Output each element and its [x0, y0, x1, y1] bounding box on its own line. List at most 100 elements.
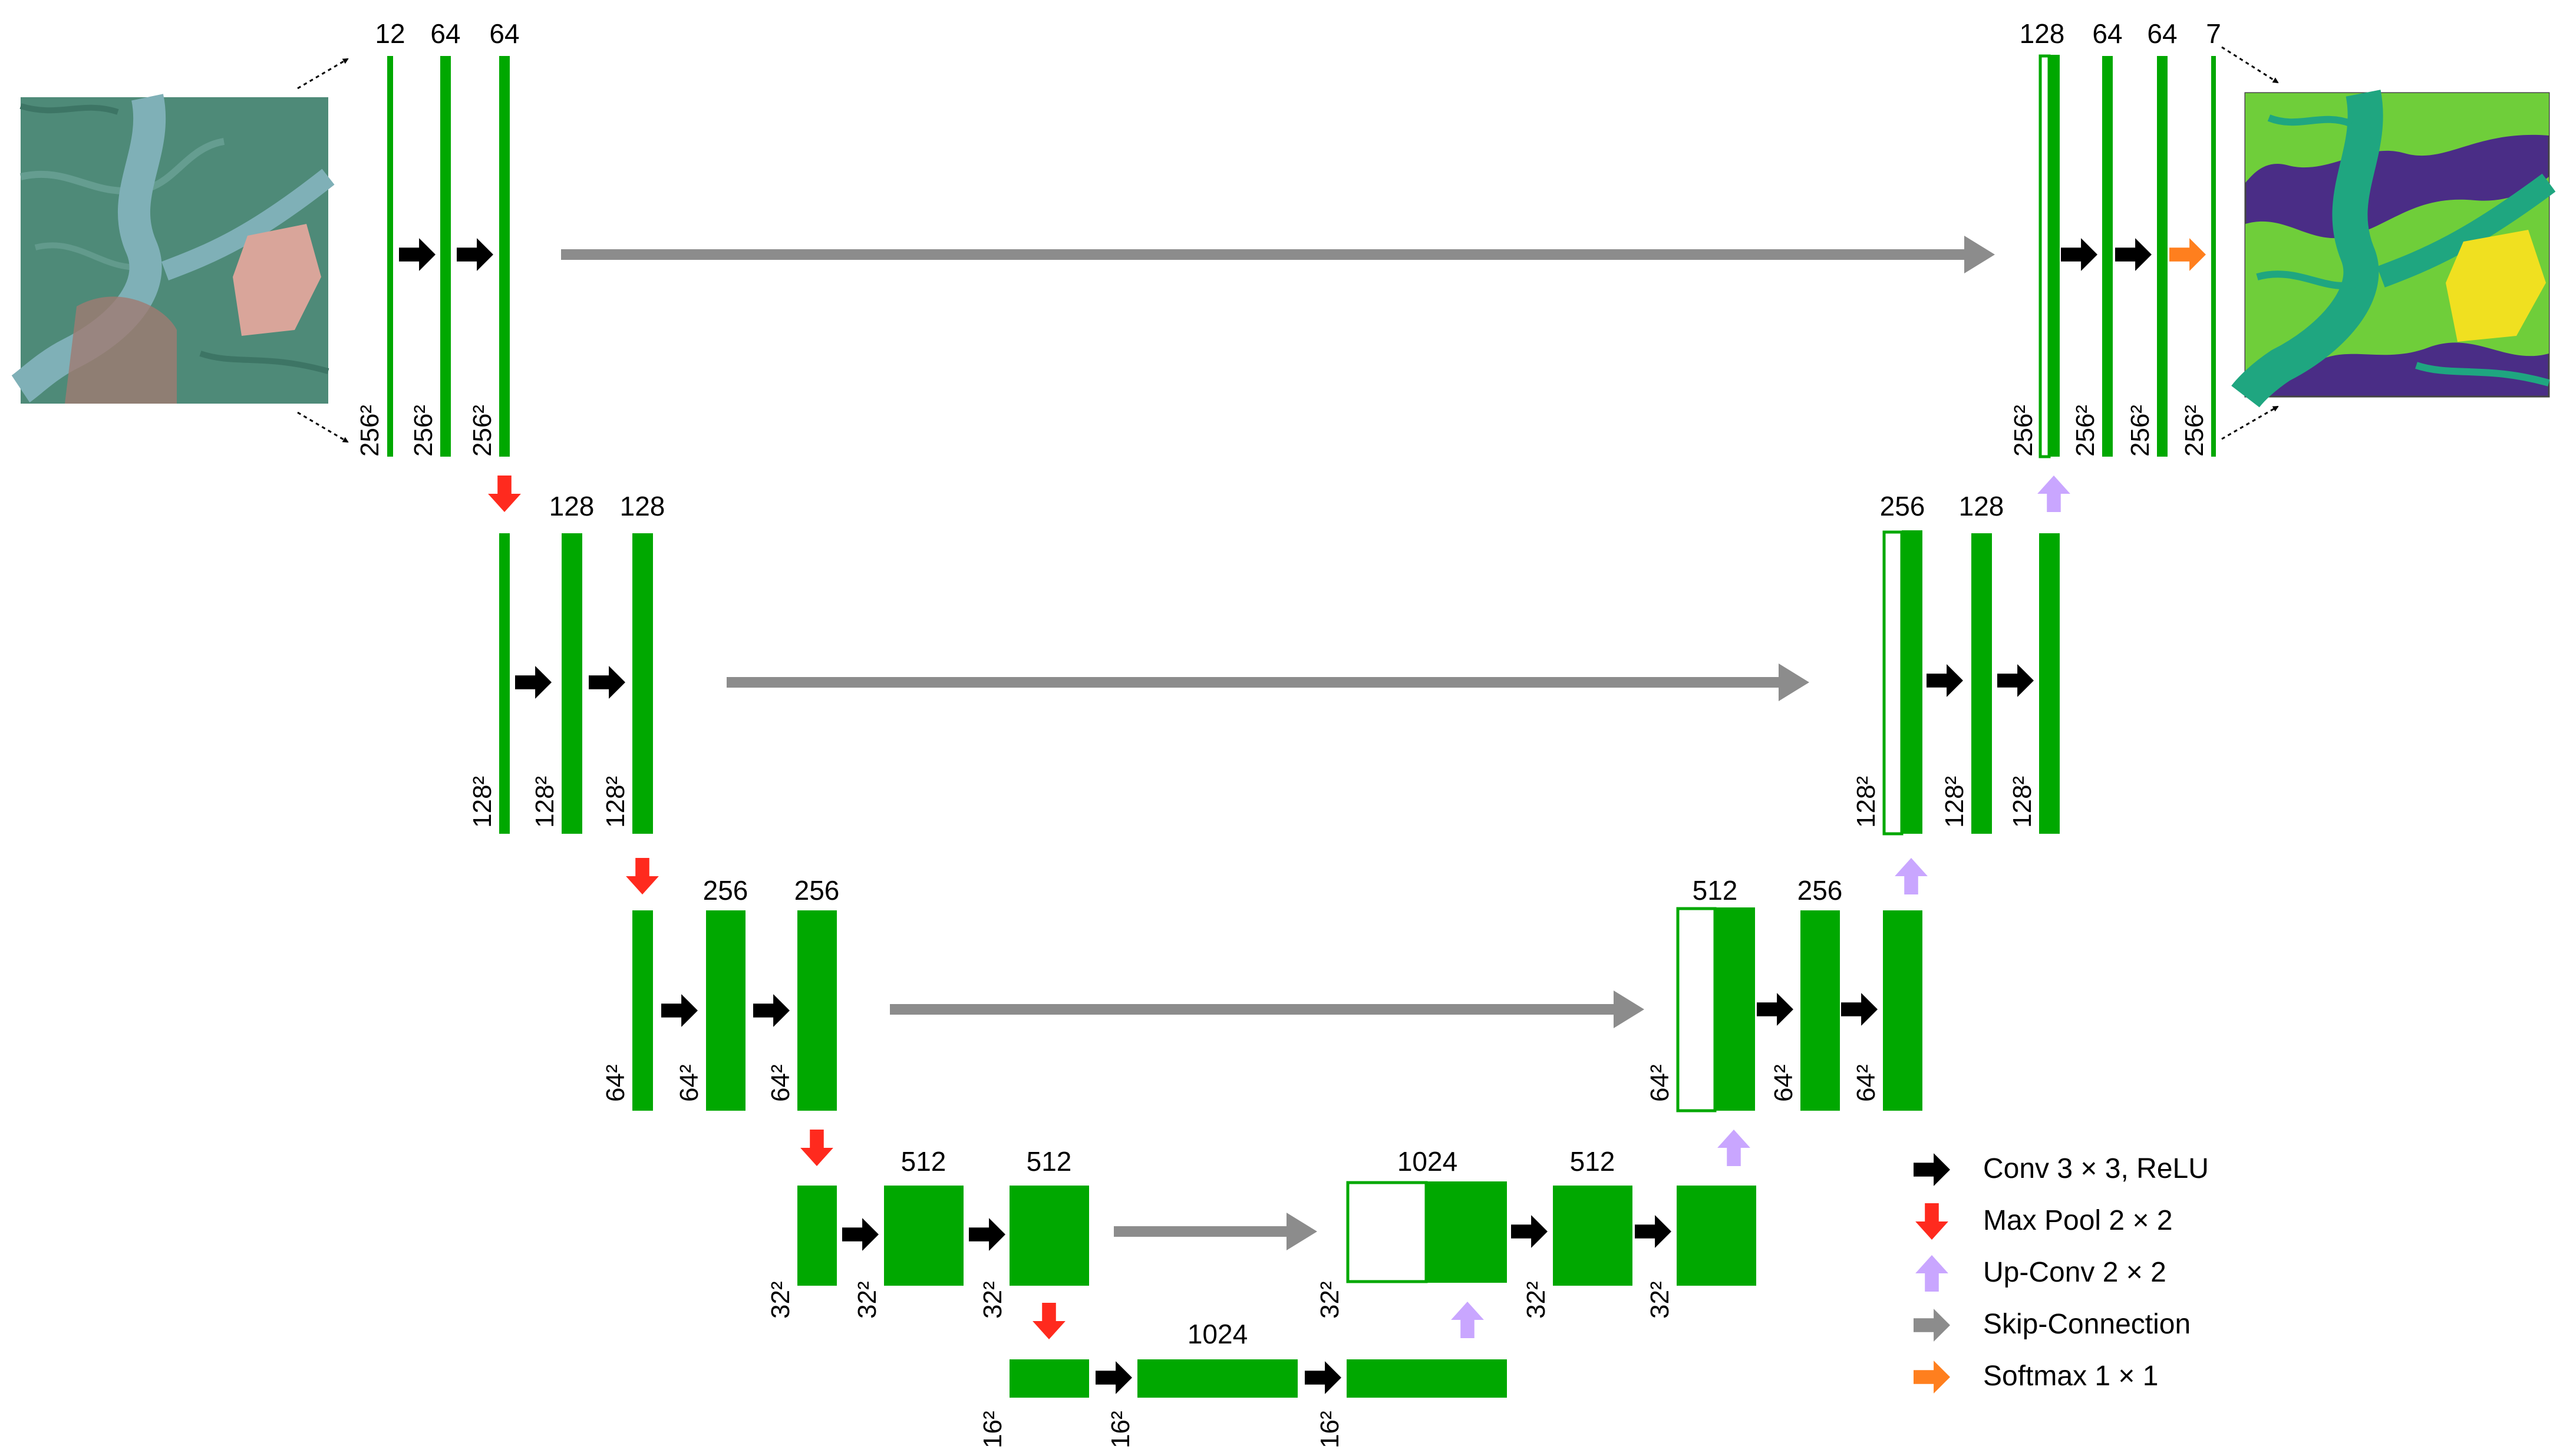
upconv-arrow [1451, 1302, 1484, 1338]
feature-map-enc1-conv1 [440, 56, 451, 457]
channel-label: 512 [1693, 875, 1738, 906]
channel-label: 512 [1027, 1146, 1072, 1177]
feature-map-bottleneck-conv2 [1347, 1359, 1507, 1398]
feature-map-enc3-conv2 [797, 910, 837, 1111]
size-label: 128² [2008, 776, 2037, 828]
skip-connection-arrow [561, 236, 1995, 273]
channel-label: 256 [1797, 875, 1843, 906]
feature-map-enc1-input [387, 56, 393, 457]
feature-map-dec1-upconv [2049, 55, 2060, 457]
channel-label: 512 [1570, 1146, 1615, 1177]
skip-connection-arrow [1114, 1213, 1317, 1250]
conv-arrow [753, 994, 790, 1027]
size-label: 128² [530, 776, 559, 828]
legend-softmax-label: Softmax 1 × 1 [1983, 1361, 2159, 1392]
conv-arrow [1757, 993, 1793, 1026]
output-segmentation-map [2231, 90, 2556, 408]
feature-map-dec1-conv1 [2102, 56, 2113, 457]
skip-connection-arrow [890, 991, 1644, 1028]
feature-map-dec4-conv1 [1553, 1186, 1632, 1286]
size-label: 64² [1645, 1064, 1674, 1102]
conv-arrow [1635, 1215, 1671, 1248]
size-label: 32² [1315, 1281, 1344, 1319]
feature-map-enc1-conv2 [499, 56, 510, 457]
upconv-arrow [1895, 858, 1928, 894]
legend-pool-label: Max Pool 2 × 2 [1983, 1205, 2173, 1236]
conv-arrow [969, 1218, 1005, 1251]
channel-label: 64 [2092, 18, 2122, 49]
maxpool-arrow [626, 858, 659, 894]
input-pointer-lines [297, 58, 349, 443]
channel-label: 256 [794, 875, 840, 906]
size-label: 32² [853, 1281, 882, 1319]
feature-map-enc2-conv1 [562, 533, 582, 834]
size-label: 32² [1645, 1281, 1674, 1319]
size-label: 256² [2009, 405, 2038, 457]
size-label: 16² [1315, 1411, 1344, 1448]
channel-label: 12 [375, 18, 405, 49]
feature-map-dec3-upconv [1715, 907, 1755, 1111]
channel-label: 7 [2206, 18, 2221, 49]
feature-map-dec4-skip [1346, 1181, 1428, 1283]
upconv-arrow [2037, 476, 2070, 512]
feature-map-bottleneck-conv1 [1137, 1359, 1298, 1398]
conv-arrow [399, 238, 436, 271]
size-label: 32² [978, 1281, 1007, 1319]
channel-label: 128 [2020, 18, 2065, 49]
skip-connection-arrow [727, 663, 1809, 701]
feature-map-dec2-upconv [1902, 530, 1922, 834]
channel-label: 1024 [1188, 1319, 1248, 1349]
input-satellite-image [11, 94, 335, 404]
size-label: 64² [766, 1064, 795, 1102]
feature-map-dec4-upconv [1426, 1181, 1507, 1283]
size-labels: 256² 256² 256² 128² 128² 128² 64² 64² 64… [355, 405, 2209, 1448]
size-label: 256² [409, 405, 438, 457]
conv-arrow [1841, 993, 1878, 1026]
conv-arrow [1997, 664, 2034, 697]
feature-map-enc4-conv2 [1010, 1186, 1089, 1286]
size-label: 64² [1852, 1064, 1881, 1102]
channel-label: 128 [620, 491, 665, 521]
feature-map-dec3-conv2 [1883, 910, 1922, 1111]
size-label: 256² [2126, 405, 2155, 457]
softmax-arrow [2169, 238, 2206, 271]
legend-pool-icon [1915, 1203, 1948, 1240]
size-label: 32² [1522, 1281, 1551, 1319]
feature-map-enc2-conv2 [632, 533, 653, 834]
legend-softmax-icon [1914, 1361, 1950, 1394]
channel-label: 64 [2147, 18, 2177, 49]
conv-arrow [515, 666, 552, 699]
conv-arrow [1927, 664, 1963, 697]
size-label: 128² [601, 776, 630, 828]
feature-map-dec2-conv1 [1971, 533, 1992, 834]
legend-conv-label: Conv 3 × 3, ReLU [1983, 1153, 2209, 1184]
feature-map-enc2-pool [499, 533, 510, 834]
legend-conv-icon [1914, 1153, 1950, 1186]
feature-map-dec3-conv1 [1800, 910, 1840, 1111]
conv-arrow [842, 1218, 879, 1251]
size-label: 64² [601, 1064, 630, 1102]
conv-arrow [1511, 1215, 1548, 1248]
legend-icons [1914, 1153, 1950, 1394]
feature-map-dec1-softmax [2211, 56, 2216, 457]
channel-label: 64 [430, 18, 460, 49]
conv-arrow [1305, 1361, 1341, 1394]
maxpool-arrow [488, 476, 521, 512]
channel-label: 64 [489, 18, 519, 49]
channel-label: 128 [1959, 491, 2004, 521]
feature-map-enc4-conv1 [884, 1186, 964, 1286]
size-label: 256² [468, 405, 497, 457]
feature-map-dec1-conv2 [2157, 56, 2168, 457]
channel-label: 128 [549, 491, 595, 521]
feature-map-dec3-skip [1676, 907, 1717, 1112]
size-label: 32² [766, 1281, 795, 1319]
upconv-arrow [1717, 1130, 1750, 1166]
channel-label: 512 [901, 1146, 946, 1177]
legend-skip-icon [1914, 1309, 1950, 1342]
feature-map-dec2-skip [1882, 530, 1904, 836]
size-label: 256² [2180, 405, 2209, 457]
feature-maps [387, 54, 2216, 1398]
legend-skip-label: Skip-Connection [1983, 1309, 2191, 1340]
feature-map-dec2-conv2 [2039, 533, 2060, 834]
